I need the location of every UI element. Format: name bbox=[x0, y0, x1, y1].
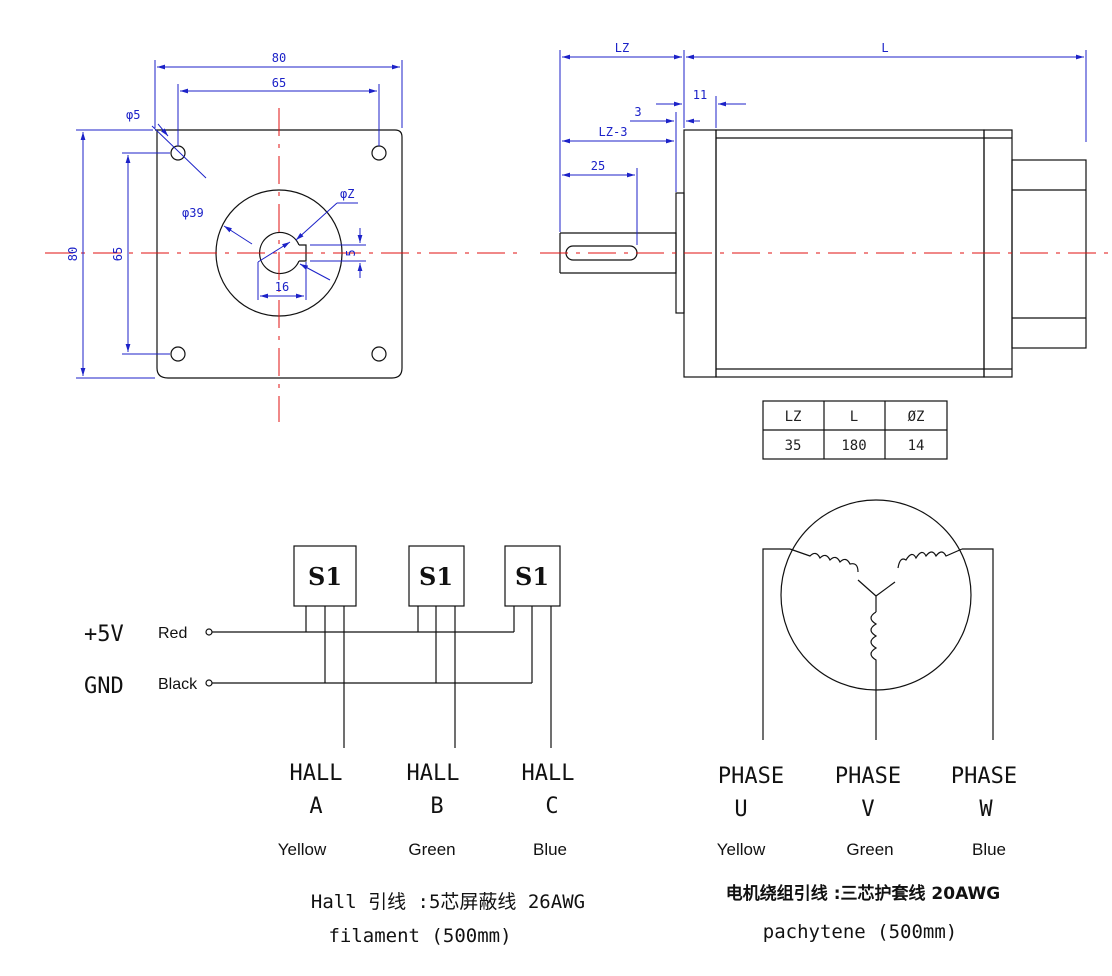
dim-flat: 16 bbox=[275, 280, 289, 294]
phase-caption-line2: pachytene (500mm) bbox=[763, 921, 957, 943]
mount-hole-tr bbox=[371, 145, 387, 161]
mount-hole-br bbox=[371, 346, 387, 362]
dim-shaft-dia: φZ bbox=[340, 187, 354, 201]
dim-hole-spacing-h: 65 bbox=[272, 76, 286, 90]
dim-25: 25 bbox=[591, 159, 605, 173]
phase-u-line2: U bbox=[734, 797, 747, 822]
front-view: 80 65 φ5 80 65 φ39 φZ 5 bbox=[45, 51, 520, 422]
power-wire-label: Red bbox=[158, 625, 187, 642]
dim-11: 11 bbox=[693, 88, 707, 102]
table-value-z: 14 bbox=[908, 438, 925, 454]
coil-u bbox=[789, 548, 859, 573]
power-label: +5V bbox=[84, 622, 124, 647]
phase-u-line1: PHASE bbox=[718, 764, 784, 789]
side-view: LZ L 11 3 LZ-3 25 bbox=[540, 41, 1112, 378]
hall-chip-b-label: S1 bbox=[419, 562, 453, 591]
mount-hole-bl bbox=[170, 346, 186, 362]
hall-a-line2: A bbox=[309, 794, 322, 819]
table-header-l: L bbox=[850, 409, 858, 425]
dim-l: L bbox=[881, 41, 888, 55]
hall-caption-line2: filament (500mm) bbox=[328, 925, 511, 947]
hall-a-line1: HALL bbox=[290, 761, 343, 786]
gnd-wire-label: Black bbox=[158, 676, 198, 693]
pilot-step bbox=[675, 192, 685, 314]
table-value-lz: 35 bbox=[785, 438, 802, 454]
mount-hole-tl bbox=[170, 145, 186, 161]
hall-b-line1: HALL bbox=[407, 761, 460, 786]
hall-c-line2: C bbox=[545, 794, 558, 819]
dim-3: 3 bbox=[634, 105, 641, 119]
phase-w-line2: W bbox=[979, 797, 993, 822]
phase-u-color: Yellow bbox=[717, 840, 766, 859]
hall-a-color: Yellow bbox=[278, 840, 327, 859]
dim-width: 80 bbox=[272, 51, 286, 65]
dim-lz-3: LZ-3 bbox=[599, 125, 628, 139]
hall-b-color: Green bbox=[408, 840, 455, 859]
hall-c-color: Blue bbox=[533, 840, 567, 859]
phase-v-color: Green bbox=[846, 840, 893, 859]
rear-housing bbox=[1011, 159, 1087, 349]
phase-v-line1: PHASE bbox=[835, 764, 901, 789]
dim-lz: LZ bbox=[615, 41, 629, 55]
table-value-l: 180 bbox=[841, 438, 866, 454]
dim-height: 80 bbox=[66, 247, 80, 261]
flange-outline bbox=[155, 129, 403, 379]
dim-pilot-dia: φ39 bbox=[182, 206, 204, 220]
keyway bbox=[565, 245, 638, 261]
coil-v bbox=[870, 611, 878, 688]
dim-key-width: 5 bbox=[344, 249, 358, 256]
hall-b-line2: B bbox=[430, 794, 443, 819]
dim-hole-dia: φ5 bbox=[126, 108, 140, 122]
hall-wiring: S1 S1 S1 +5V Red GND Black HALL A Yellow… bbox=[84, 545, 585, 947]
phase-wiring: PHASE U Yellow PHASE V Green PHASE W Blu… bbox=[717, 499, 1017, 943]
hall-chip-a-label: S1 bbox=[308, 562, 342, 591]
gnd-label: GND bbox=[84, 674, 124, 699]
phase-w-line1: PHASE bbox=[951, 764, 1017, 789]
hall-chip-c-label: S1 bbox=[515, 562, 549, 591]
dimension-table: LZ L ØZ 35 180 14 bbox=[762, 400, 948, 460]
dim-hole-spacing-v: 65 bbox=[111, 247, 125, 261]
phase-caption-line1: 电机绕组引线 :三芯护套线 20AWG bbox=[726, 883, 1000, 904]
table-header-z: ØZ bbox=[908, 409, 925, 425]
coil-w bbox=[897, 548, 963, 569]
phase-w-color: Blue bbox=[972, 840, 1006, 859]
hall-caption-line1: Hall 引线 :5芯屏蔽线 26AWG bbox=[311, 891, 585, 913]
phase-v-line2: V bbox=[861, 797, 874, 822]
table-header-lz: LZ bbox=[785, 409, 802, 425]
hall-c-line1: HALL bbox=[522, 761, 575, 786]
